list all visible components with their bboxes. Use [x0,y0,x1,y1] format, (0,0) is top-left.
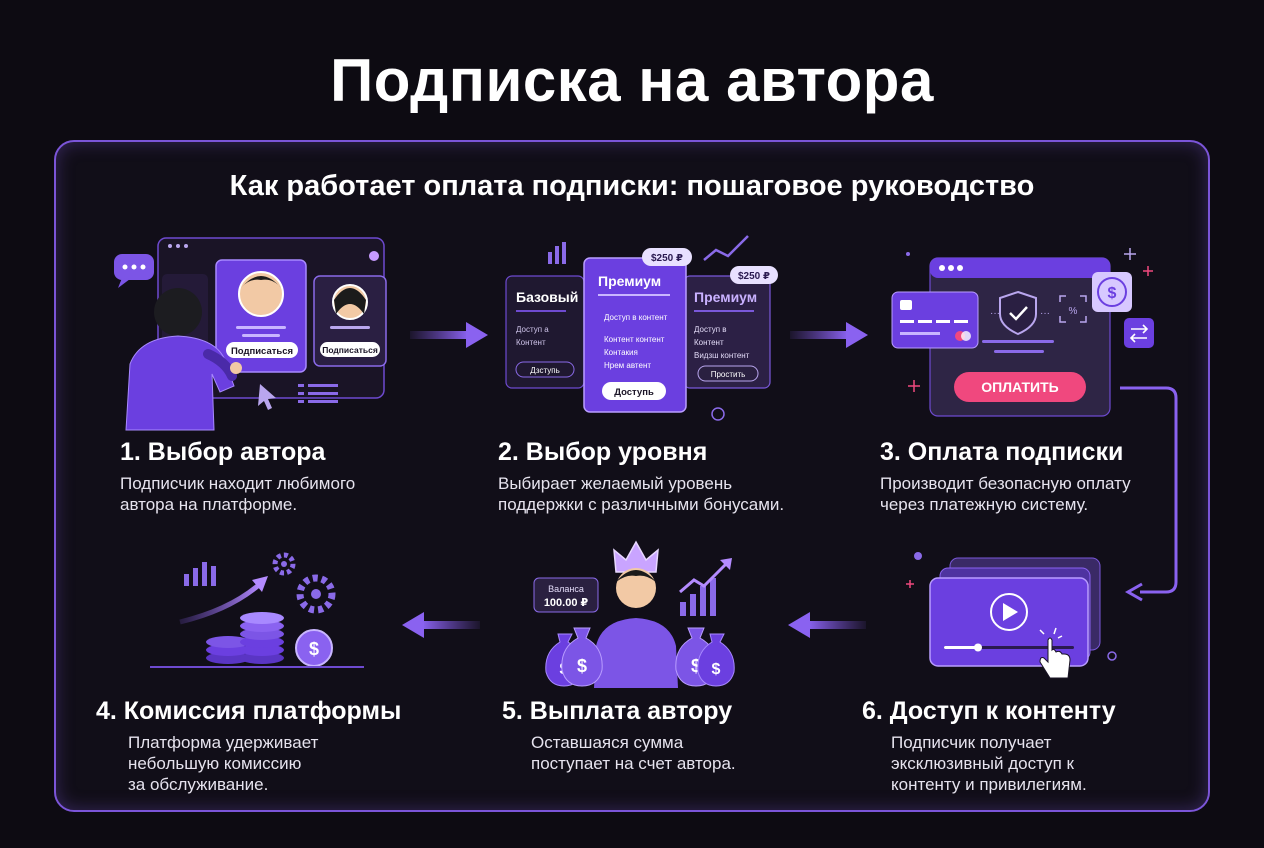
percent-icon: % [1059,295,1087,323]
arrow-left-icon [402,612,480,638]
svg-text:$250 ₽: $250 ₽ [738,271,770,282]
dollar-coin-icon: $ [295,629,333,667]
step4-title: 4. Комиссия платформы [96,697,402,725]
svg-text:Премиум: Премиум [598,273,661,289]
step5-illustration: Валанса 100.00 ₽ $ $ $ $ [533,540,735,688]
step2-title: 2. Выбор уровня [498,438,708,466]
step2-illustration: Базовый Доступ а Контент Дзступь Премиум… [505,235,778,421]
swap-icon [1124,318,1154,348]
subtitle: Как работает оплата подписки: пошаговое … [229,170,1035,202]
person [154,288,202,336]
svg-text:Контент: Контент [694,338,724,347]
step5-title: 5. Выплата автору [502,697,733,725]
money-bag-icon: $ [561,627,603,687]
bar-chart-icon [548,242,566,264]
svg-text:Контакия: Контакия [604,348,638,357]
svg-text:$: $ [1108,285,1117,302]
tier-premium-main[interactable]: Премиум Доступ в контент Контент контент… [583,257,687,413]
page-title: Подписка на автора [330,47,934,114]
progress-fill [944,646,978,649]
tier-premium-side[interactable]: Премиум Доступ в Контент Видзш контент П… [683,275,771,389]
subscribe-button-secondary[interactable]: Подписаться [320,342,380,357]
shield-check-icon [999,290,1037,336]
svg-text:Доступ в контент: Доступ в контент [604,313,668,322]
svg-text:Премиум: Премиум [694,289,757,305]
svg-text:Доступ в: Доступ в [694,325,727,334]
gear-icon [296,574,336,614]
svg-text:$: $ [309,639,319,659]
svg-text:Видзш контент: Видзш контент [694,351,750,360]
price-badge-main: $250 ₽ [642,248,692,266]
svg-text:Подписаться: Подписаться [322,345,378,355]
svg-text:$: $ [712,661,721,678]
svg-text:Контент контент: Контент контент [604,335,665,344]
svg-text:$: $ [577,656,587,676]
trend-icon [703,235,749,261]
tier-basic[interactable]: Базовый Доступ а Контент Дзступь [505,275,585,389]
svg-text:Доступ а: Доступ а [516,325,549,334]
svg-text:%: % [1069,306,1078,317]
bar-chart-icon [184,562,216,586]
step6-title: 6. Доступ к контенту [862,697,1116,725]
svg-text:Дзступь: Дзступь [530,366,560,375]
crown-icon [613,540,659,573]
arrow-right-icon [410,322,488,348]
step3-title: 3. Оплата подписки [880,438,1124,466]
step6-illustration [906,552,1117,679]
svg-text:Валанса: Валанса [548,584,584,594]
video-player[interactable] [929,577,1089,667]
chat-icon [114,254,154,288]
dollar-coin-icon: $ [1092,272,1132,312]
hand-pointer-icon [1039,627,1071,679]
avatar [616,568,656,608]
step3-illustration: ··· ··· % $ ОПЛАТИТЬ [891,248,1154,417]
svg-text:Нрем автент: Нрем автент [604,361,651,370]
svg-text:ОПЛАТИТЬ: ОПЛАТИТЬ [981,379,1058,395]
play-icon[interactable] [990,593,1028,631]
progress-handle[interactable] [974,643,982,652]
svg-text:$: $ [691,656,701,676]
price-badge-side: $250 ₽ [730,266,778,284]
step1-illustration: Подписаться Подписаться [114,237,387,431]
coin-stack [206,612,284,664]
money-bag-icon: $ [697,633,735,687]
avatar [238,271,284,317]
step4-illustration: $ [150,552,364,668]
pay-button[interactable]: ОПЛАТИТЬ [954,372,1086,402]
connector-arrow [1120,386,1178,602]
svg-text:Доступь: Доступь [614,387,654,398]
svg-text:$250 ₽: $250 ₽ [651,253,683,264]
svg-text:Простить: Простить [711,370,746,379]
arrow-left-icon [788,612,866,638]
svg-text:Контент: Контент [516,338,546,347]
step1-title: 1. Выбор автора [120,438,326,466]
svg-text:Подписаться: Подписаться [231,346,293,357]
svg-text:···: ··· [1040,308,1050,319]
cursor-icon [258,384,276,410]
credit-card-icon [891,291,979,349]
gear-icon [272,552,296,576]
svg-text:Базовый: Базовый [516,289,578,305]
subscribe-button[interactable]: Подписаться [226,342,298,358]
arrow-right-icon [790,322,868,348]
trend-icon [679,558,732,616]
balance-box: Валанса 100.00 ₽ [533,577,599,613]
svg-text:100.00 ₽: 100.00 ₽ [544,597,589,609]
svg-text:···: ··· [990,308,1000,319]
